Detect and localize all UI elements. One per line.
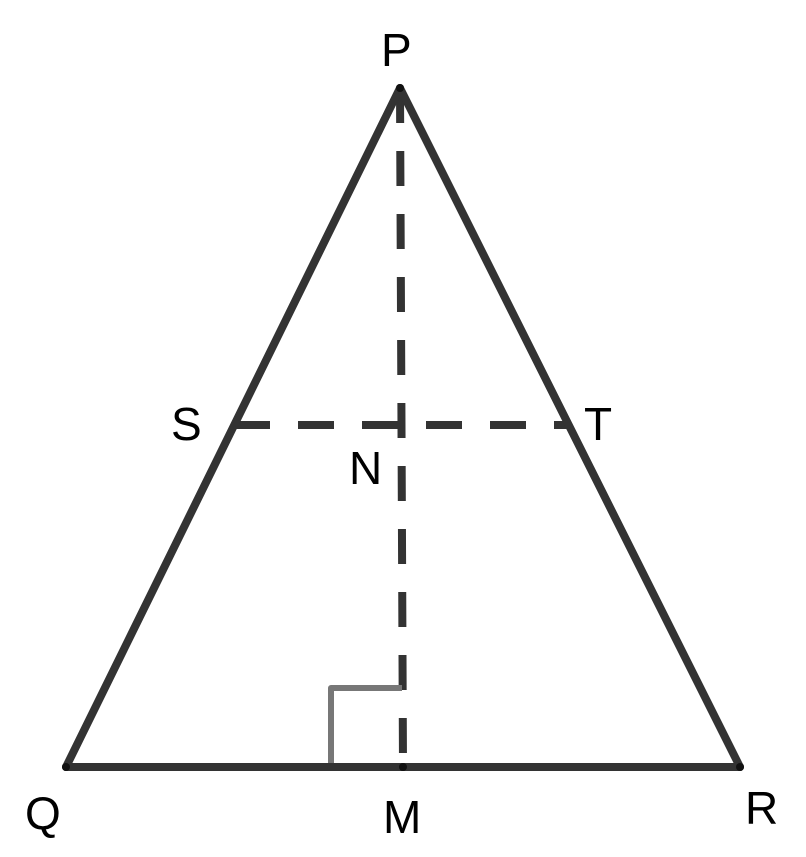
point-m-dot — [399, 763, 407, 771]
label-n: N — [349, 442, 382, 494]
label-p: P — [381, 24, 412, 76]
point-p-dot — [396, 84, 404, 92]
label-m: M — [383, 791, 421, 843]
side-pr — [396, 84, 744, 771]
side-pq — [62, 84, 404, 771]
label-r: R — [745, 782, 778, 834]
right-angle-marker — [328, 685, 402, 767]
label-q: Q — [25, 787, 61, 839]
label-t: T — [584, 398, 612, 450]
altitude-pm — [396, 87, 407, 768]
point-r-dot — [736, 763, 744, 771]
label-s: S — [171, 398, 202, 450]
point-q-dot — [62, 763, 70, 771]
